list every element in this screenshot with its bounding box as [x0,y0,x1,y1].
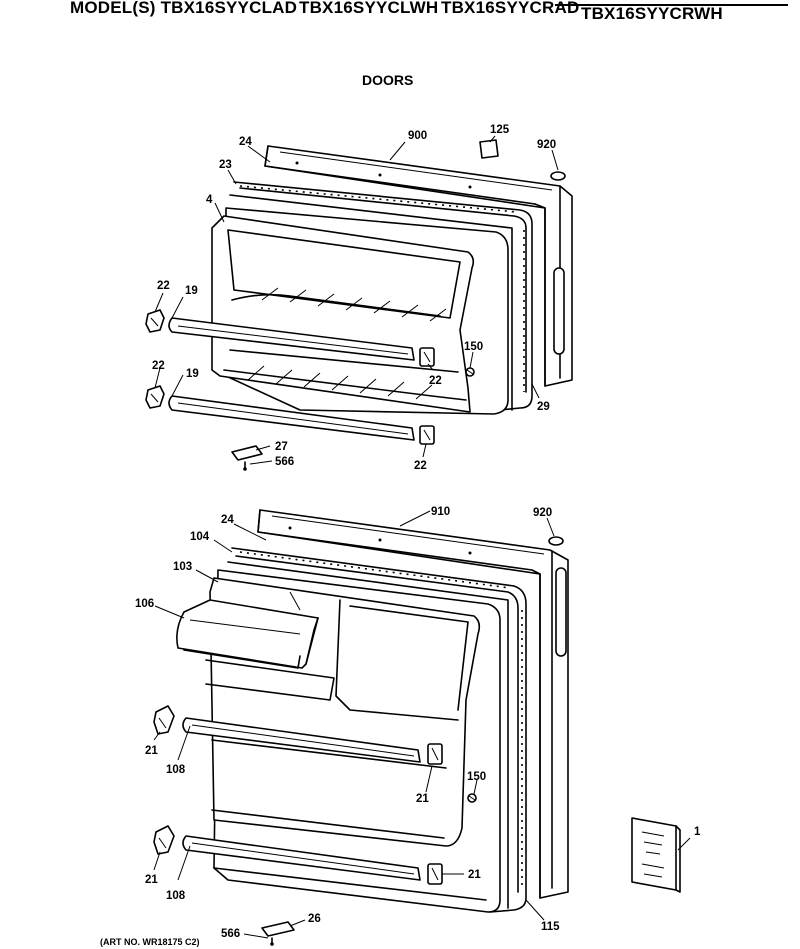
callout-150: 150 [464,341,483,353]
freezer-plug-125 [479,139,499,159]
freezer-bar-end-cap-22-right-upper [419,347,435,367]
freezer-leader-lines [154,135,559,465]
callout-21: 21 [468,869,481,881]
callout-19: 19 [186,368,199,380]
freezer-callouts: 900 125 920 24 23 4 22 19 150 22 22 19 2… [152,124,556,472]
model-label: TBX16SYYCRWH [581,4,723,23]
fresh-food-screw-566 [270,937,274,946]
freezer-bar-end-cap-22-right-lower [419,425,435,445]
callout-103: 103 [173,561,192,573]
freezer-door-assembly: 900 125 920 24 23 4 22 19 150 22 22 19 2… [145,124,573,472]
fresh-food-screw-150 [467,793,477,803]
callout-26: 26 [308,913,321,925]
freezer-shelf-bar-19-lower [168,395,415,441]
callout-22: 22 [152,360,165,372]
section-title: DOORS [362,72,414,88]
fresh-food-door-assembly: 910 920 24 104 103 106 21 108 150 21 21 … [135,506,701,946]
freezer-shelf-bar-19-upper [168,317,415,361]
instruction-booklet-1 [631,817,681,893]
freezer-door-liner-4 [211,207,509,415]
fresh-food-shelf-bar-108-lower [182,835,421,881]
fresh-food-bar-end-cap-21-left-upper [153,705,175,735]
art-number: (ART NO. WR18175 C2) [100,937,200,947]
callout-27: 27 [275,441,288,453]
fresh-food-outer-door-910 [257,509,569,899]
callout-108: 108 [166,764,186,776]
fresh-food-bar-end-cap-21-left-lower [153,825,175,855]
callout-23: 23 [219,159,232,171]
callout-115: 115 [541,921,560,933]
callout-920: 920 [533,507,552,519]
freezer-screw-566 [243,461,247,471]
callout-22: 22 [429,375,442,387]
freezer-gasket-23 [233,181,533,411]
callout-910: 910 [431,506,450,518]
fresh-food-plug-920 [548,536,564,546]
model-label: TBX16SYYCLWH [299,0,439,17]
callout-920: 920 [537,139,556,151]
freezer-bar-end-cap-22-left-lower [145,385,165,409]
fresh-food-bar-end-cap-21-right-lower [427,863,443,885]
model-label: MODEL(S) TBX16SYYCLAD [70,0,298,17]
callout-22: 22 [157,280,170,292]
header-rule [555,4,788,6]
callout-104: 104 [190,531,210,543]
callout-24: 24 [239,136,252,148]
callout-24: 24 [221,514,234,526]
callout-21: 21 [145,874,158,886]
fresh-food-dairy-door-106 [176,599,319,669]
callout-19: 19 [185,285,198,297]
callout-566: 566 [221,928,240,940]
freezer-outer-door-900 [264,145,573,387]
freezer-hinge-27 [231,445,263,461]
callout-22: 22 [414,460,427,472]
callout-125: 125 [490,124,510,136]
freezer-screw-150 [465,367,475,377]
callout-566: 566 [275,456,294,468]
callout-900: 900 [408,130,427,142]
fresh-food-callouts: 910 920 24 104 103 106 21 108 150 21 21 … [135,506,701,940]
fresh-food-shelf-bar-108-upper [182,717,421,763]
callout-21: 21 [145,745,158,757]
callout-4: 4 [206,194,213,206]
fresh-food-breaker-strip-24 [227,561,509,909]
callout-108: 108 [166,890,186,902]
model-label: TBX16SYYCRAD [441,0,580,17]
freezer-plug-920 [550,171,566,181]
fresh-food-bar-end-cap-21-right-upper [427,743,443,765]
freezer-breaker-strip-24 [229,194,513,411]
fresh-food-hinge-26 [261,921,295,937]
callout-106: 106 [135,598,154,610]
fresh-food-leader-lines [153,510,691,939]
freezer-bar-end-cap-22-left-upper [145,309,165,333]
callout-29: 29 [537,401,550,413]
callout-1: 1 [694,826,701,838]
callout-21: 21 [416,793,429,805]
fresh-food-gasket-104 [231,547,527,913]
callout-150: 150 [467,771,486,783]
